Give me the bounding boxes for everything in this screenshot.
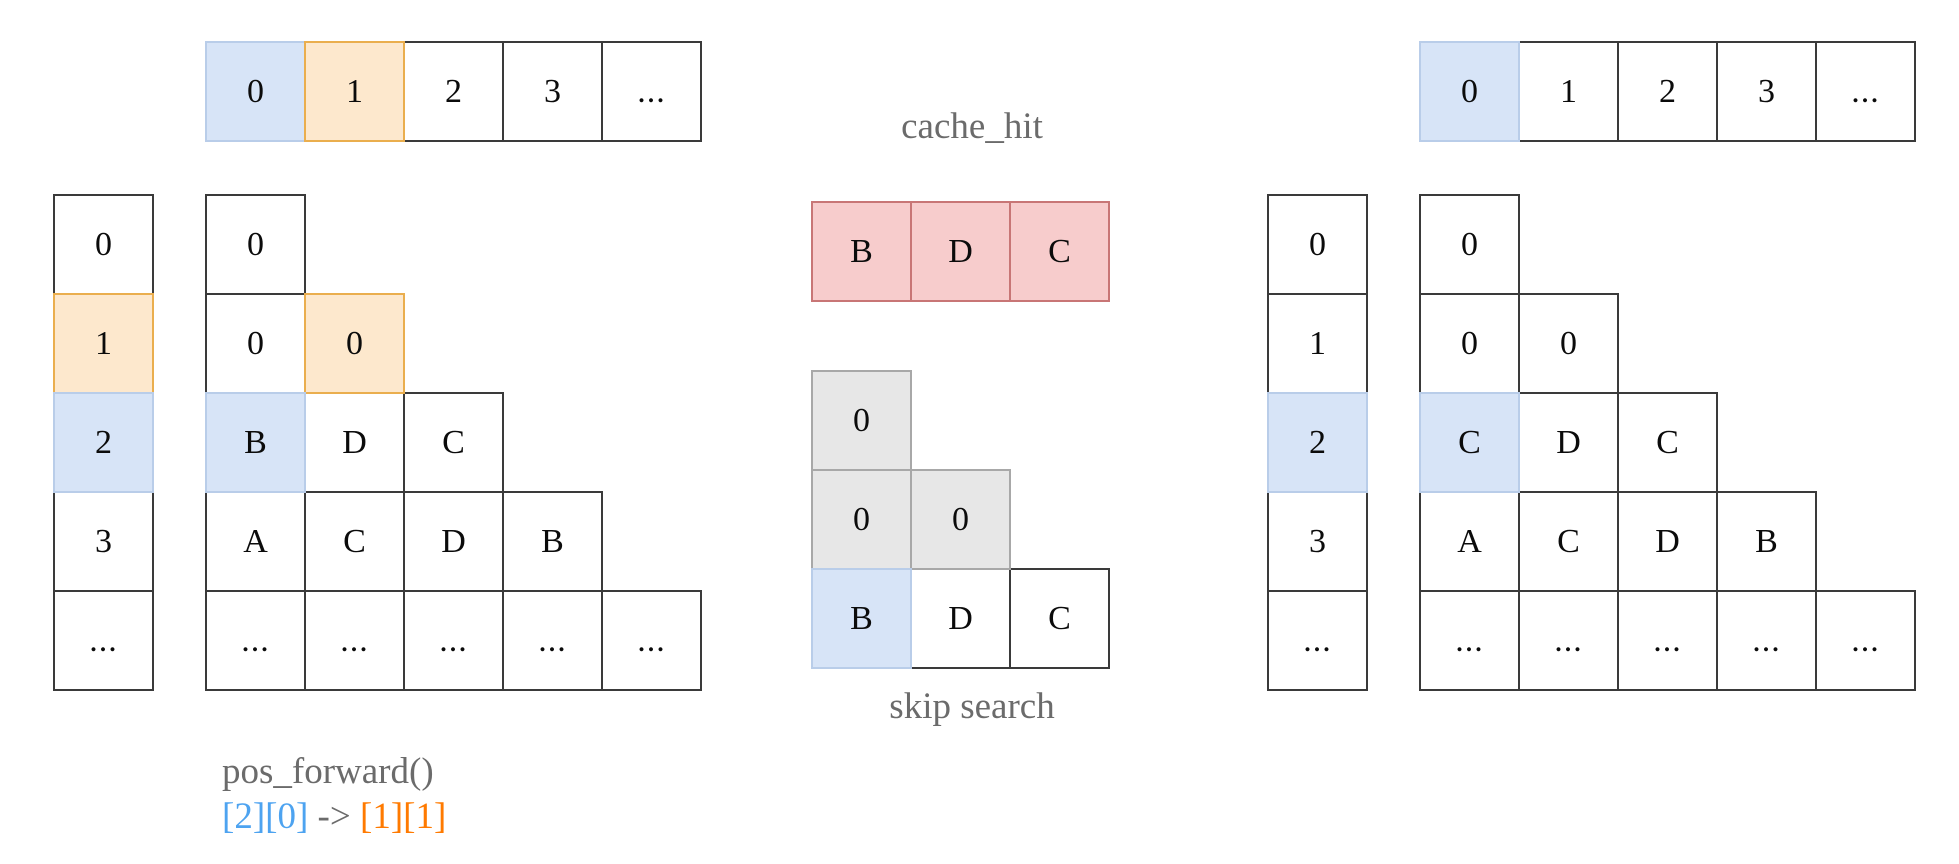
- right-tri-r3-c1: C: [1518, 491, 1619, 592]
- right-header-cell-1: 1: [1518, 41, 1619, 142]
- left-index-cell-2: 2: [53, 392, 154, 493]
- right-tri-r2-c1: D: [1518, 392, 1619, 493]
- right-tri-r4-c4: ...: [1815, 590, 1916, 691]
- left-header-cell-4: ...: [601, 41, 702, 142]
- left-tri-r3-c2: D: [403, 491, 504, 592]
- left-tri-r3-c1: C: [304, 491, 405, 592]
- left-tri-r4-c1: ...: [304, 590, 405, 691]
- right-tri-r1-c0: 0: [1419, 293, 1520, 394]
- left-tri-r2-c0: B: [205, 392, 306, 493]
- left-tri-r4-c2: ...: [403, 590, 504, 691]
- right-tri-r2-c2: C: [1617, 392, 1718, 493]
- source-index-token: [2][0]: [222, 796, 309, 837]
- left-header-cell-3: 3: [502, 41, 603, 142]
- pos-forward-transition: [2][0] -> [1][1]: [222, 795, 446, 839]
- pos-forward-label: pos_forward(): [222, 750, 434, 794]
- right-tri-r4-c2: ...: [1617, 590, 1718, 691]
- right-tri-r3-c3: B: [1716, 491, 1817, 592]
- right-tri-r4-c3: ...: [1716, 590, 1817, 691]
- left-tri-r4-c4: ...: [601, 590, 702, 691]
- left-index-cell-0: 0: [53, 194, 154, 295]
- cache-hit-cell-0: B: [811, 201, 912, 302]
- left-index-cell-1: 1: [53, 293, 154, 394]
- left-tri-r1-c0: 0: [205, 293, 306, 394]
- right-tri-r3-c2: D: [1617, 491, 1718, 592]
- skip-r1-c1: 0: [910, 469, 1011, 570]
- left-header-cell-1: 1: [304, 41, 405, 142]
- right-tri-r4-c1: ...: [1518, 590, 1619, 691]
- left-tri-r3-c0: A: [205, 491, 306, 592]
- right-header-cell-4: ...: [1815, 41, 1916, 142]
- skip-search-label: skip search: [889, 686, 1055, 727]
- right-tri-r2-c0: C: [1419, 392, 1520, 493]
- right-tri-r4-c0: ...: [1419, 590, 1520, 691]
- skip-r2-c0: B: [811, 568, 912, 669]
- left-index-cell-3: 3: [53, 491, 154, 592]
- left-header-cell-0: 0: [205, 41, 306, 142]
- right-tri-r0-c0: 0: [1419, 194, 1520, 295]
- target-index-token: [1][1]: [360, 796, 447, 837]
- right-index-cell-4: ...: [1267, 590, 1368, 691]
- right-index-cell-1: 1: [1267, 293, 1368, 394]
- arrow-token: ->: [308, 796, 360, 837]
- left-tri-r3-c3: B: [502, 491, 603, 592]
- cache-hit-label: cache_hit: [901, 106, 1043, 147]
- right-tri-r3-c0: A: [1419, 491, 1520, 592]
- right-index-cell-2: 2: [1267, 392, 1368, 493]
- left-tri-r4-c0: ...: [205, 590, 306, 691]
- right-header-cell-3: 3: [1716, 41, 1817, 142]
- skip-r2-c1: D: [910, 568, 1011, 669]
- left-tri-r2-c1: D: [304, 392, 405, 493]
- left-index-cell-4: ...: [53, 590, 154, 691]
- left-tri-r1-c1: 0: [304, 293, 405, 394]
- left-tri-r4-c3: ...: [502, 590, 603, 691]
- skip-r2-c2: C: [1009, 568, 1110, 669]
- left-header-cell-2: 2: [403, 41, 504, 142]
- left-tri-r2-c2: C: [403, 392, 504, 493]
- right-header-cell-2: 2: [1617, 41, 1718, 142]
- pos-forward-function-name: pos_forward(): [222, 751, 434, 792]
- skip-r0-c0: 0: [811, 370, 912, 471]
- right-index-cell-3: 3: [1267, 491, 1368, 592]
- cache-hit-cell-2: C: [1009, 201, 1110, 302]
- right-header-cell-0: 0: [1419, 41, 1520, 142]
- right-index-cell-0: 0: [1267, 194, 1368, 295]
- cache-hit-cell-1: D: [910, 201, 1011, 302]
- right-tri-r1-c1: 0: [1518, 293, 1619, 394]
- skip-r1-c0: 0: [811, 469, 912, 570]
- left-tri-r0-c0: 0: [205, 194, 306, 295]
